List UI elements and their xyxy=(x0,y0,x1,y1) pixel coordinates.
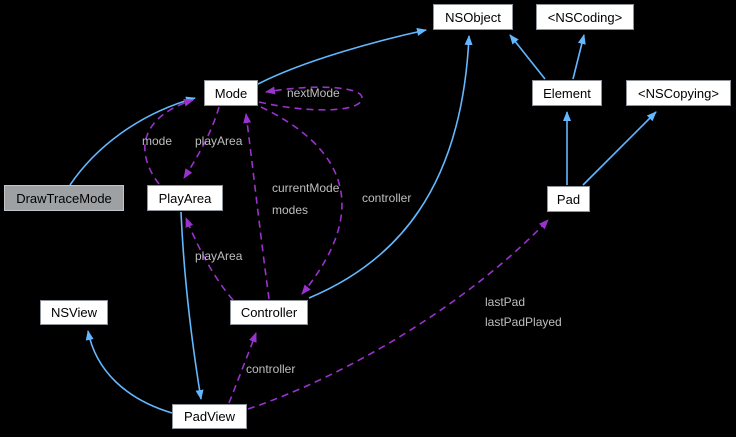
node-drawtracemode[interactable]: DrawTraceMode xyxy=(4,185,124,211)
edge-label-controller-padview: controller xyxy=(246,362,296,376)
node-pad[interactable]: Pad xyxy=(547,186,590,212)
edge-label-lastpad: lastPad xyxy=(485,295,526,309)
edge-drawtracemode-mode xyxy=(69,96,196,186)
edge-controller-mode xyxy=(243,113,270,300)
edge-element-nscoding xyxy=(572,34,586,80)
edge-label-mode: mode xyxy=(142,134,173,148)
node-nsobject[interactable]: NSObject xyxy=(433,4,513,30)
edge-padview-nsview xyxy=(85,330,173,414)
edge-mode-nsobject xyxy=(257,28,427,85)
node-playarea[interactable]: PlayArea xyxy=(147,185,223,211)
edge-controller-playarea xyxy=(185,217,234,301)
edge-mode-playarea xyxy=(183,106,220,179)
edge-label-modes: modes xyxy=(272,203,309,217)
edge-playarea-padview xyxy=(180,211,204,400)
node-element[interactable]: Element xyxy=(532,80,602,106)
node-nscopying[interactable]: <NSCopying> xyxy=(626,80,731,106)
edge-label-currentmode: currentMode xyxy=(272,181,340,195)
node-controller[interactable]: Controller xyxy=(230,300,308,325)
edge-playarea-mode xyxy=(144,98,194,185)
edge-label-nextmode: nextMode xyxy=(287,86,340,100)
node-mode[interactable]: Mode xyxy=(204,80,258,106)
edge-mode-controller xyxy=(260,106,343,295)
node-padview[interactable]: PadView xyxy=(172,404,247,429)
edge-padview-controller xyxy=(228,332,257,404)
edge-label-lastpadplayed: lastPadPlayed xyxy=(485,315,562,329)
node-nsview[interactable]: NSView xyxy=(40,300,108,325)
edge-label-playarea-lower: playArea xyxy=(195,249,243,263)
edge-pad-nscopying xyxy=(582,111,657,186)
node-nscoding[interactable]: <NSCoding> xyxy=(536,4,634,30)
edge-element-nsobject xyxy=(509,34,546,80)
edge-padview-pad xyxy=(247,219,549,410)
edge-label-controller-mode: controller xyxy=(362,191,412,205)
edge-controller-nsobject xyxy=(308,35,473,299)
edge-label-playarea-upper: playArea xyxy=(195,134,243,148)
